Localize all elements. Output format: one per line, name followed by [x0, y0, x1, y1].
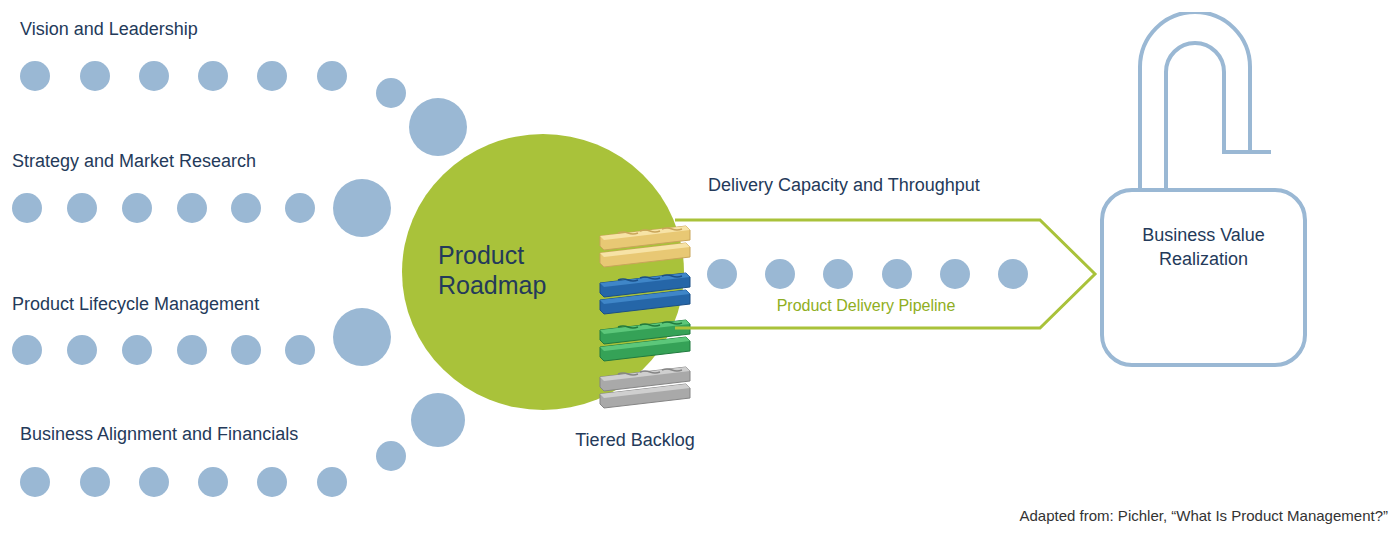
- lock-icon: [1095, 12, 1315, 372]
- stream-label: Strategy and Market Research: [12, 151, 256, 172]
- node-heading: Delivery Capacity and Throughput: [708, 175, 980, 196]
- backlog-plate-top: [600, 273, 690, 287]
- lock-shackle-end: [1248, 124, 1252, 152]
- node-title: Business Value Realization: [1130, 223, 1277, 271]
- node-label: Product Delivery Pipeline: [746, 297, 986, 315]
- backlog-node: Tiered Backlog: [560, 222, 710, 458]
- backlog-plate: [600, 320, 690, 344]
- node-title: Product Roadmap: [438, 240, 568, 300]
- backlog-stack-icon: [598, 222, 698, 422]
- roadmap-node: Product Roadmap: [402, 132, 684, 412]
- dot-row: [20, 61, 467, 156]
- lock-shackle-inner: [1166, 43, 1271, 190]
- backlog-plate-top: [600, 367, 690, 381]
- pipeline-dot: [998, 259, 1028, 289]
- pipeline-dot: [823, 259, 853, 289]
- lock-shackle-outer: [1140, 12, 1250, 190]
- lock-body: [1102, 190, 1305, 365]
- pipeline-arrow: [673, 218, 1105, 334]
- backlog-stripe: [640, 371, 660, 373]
- backlog-stripe: [618, 373, 638, 375]
- pipeline-node: Delivery Capacity and ThroughputProduct …: [673, 172, 1105, 334]
- pipeline-dot: [882, 259, 912, 289]
- backlog-stripe: [662, 228, 682, 230]
- backlog-stripe: [618, 232, 638, 234]
- source-caption: Adapted from: Pichler, “What Is Product …: [1019, 507, 1388, 524]
- backlog-stripe: [662, 369, 682, 371]
- stream-label: Business Alignment and Financials: [20, 424, 298, 445]
- dot-row: [12, 308, 391, 366]
- backlog-stripe: [640, 277, 660, 279]
- backlog-stripe: [662, 275, 682, 277]
- pipeline-dot: [707, 259, 737, 289]
- backlog-stripe: [640, 324, 660, 326]
- backlog-stripe: [662, 322, 682, 324]
- roadmap-fill: [402, 134, 684, 410]
- lock-node: Business Value Realization: [1095, 12, 1315, 372]
- dot-row: [12, 179, 391, 237]
- backlog-plate: [600, 226, 690, 250]
- backlog-stripe: [640, 230, 660, 232]
- stream-label: Product Lifecycle Management: [12, 294, 259, 315]
- pipeline-dot: [765, 259, 795, 289]
- backlog-stripe: [618, 279, 638, 281]
- pipeline-outline: [675, 220, 1095, 328]
- backlog-plate-top: [600, 226, 690, 240]
- stream-label: Vision and Leadership: [20, 19, 198, 40]
- backlog-plate: [600, 273, 690, 297]
- node-label: Tiered Backlog: [560, 430, 710, 451]
- dot-row: [20, 393, 465, 497]
- backlog-stripe: [618, 326, 638, 328]
- backlog-plate: [600, 367, 690, 391]
- pipeline-dot: [940, 259, 970, 289]
